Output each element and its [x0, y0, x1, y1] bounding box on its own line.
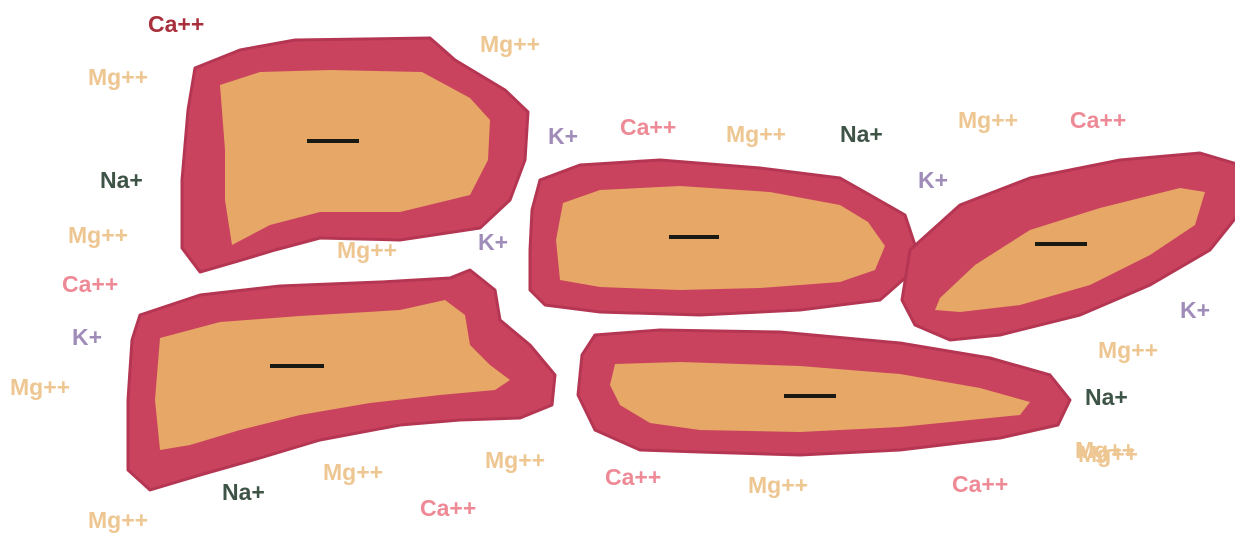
ion-label: Ca++: [605, 464, 661, 490]
ion-label: Ca++: [620, 114, 676, 140]
particle-2: [530, 160, 915, 315]
negative-charge-mark: [784, 394, 836, 398]
ion-label: Mg++: [88, 64, 148, 90]
ion-label: Na+: [1085, 384, 1128, 410]
ion-label: Mg++: [480, 31, 540, 57]
ion-label: Ca++: [148, 11, 204, 37]
negative-charge-mark: [270, 364, 324, 368]
ion-label: Na+: [100, 167, 143, 193]
ion-label: Mg++: [485, 447, 545, 473]
particle-5: [578, 330, 1070, 455]
ion-label: Ca++: [1070, 107, 1126, 133]
ion-label: Ca++: [420, 495, 476, 521]
ion-label: Ca++: [62, 271, 118, 297]
ion-label: K+: [478, 229, 508, 255]
negative-charge-mark: [669, 235, 719, 239]
ion-label: K+: [918, 167, 948, 193]
ion-label: Mg++: [726, 121, 786, 147]
ion-label: Ca++: [952, 471, 1008, 497]
ion-label: Na+: [840, 121, 883, 147]
ion-label: Na+: [222, 479, 265, 505]
ion-label: Mg++: [958, 107, 1018, 133]
particles: [128, 38, 1235, 490]
negative-charge-mark: [307, 139, 359, 143]
ion-label: K+: [1180, 297, 1210, 323]
ion-label: K+: [548, 123, 578, 149]
negative-charge-mark: [1035, 242, 1087, 246]
ion-label: Mg++: [1098, 337, 1158, 363]
ion-label: K+: [72, 324, 102, 350]
ion-label: Mg++: [88, 507, 148, 533]
ion-label: Mg++: [323, 459, 383, 485]
ion-label: Mg++: [748, 472, 808, 498]
ion-label: Mg++: [1075, 437, 1135, 463]
ion-label: Mg++: [337, 237, 397, 263]
ion-label: Mg++: [10, 374, 70, 400]
ion-label: Mg++: [68, 222, 128, 248]
